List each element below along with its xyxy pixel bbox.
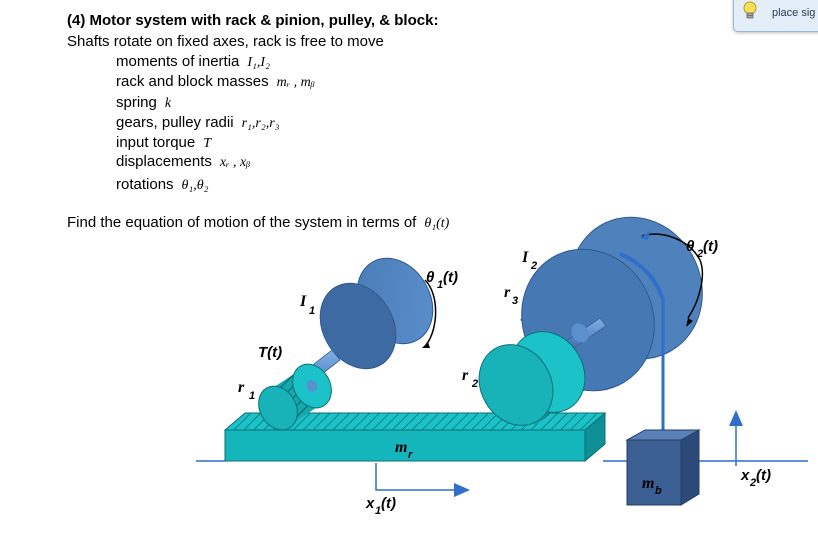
param-item-torque: input torque T <box>116 134 211 152</box>
find-statement: Find the equation of motion of the syste… <box>67 214 449 232</box>
param-symbol: r₁,r₂,r₃ <box>241 116 280 131</box>
x1-arrow <box>375 463 462 491</box>
x2-argument: (t) <box>756 467 771 484</box>
r3-subscript: 3 <box>512 295 518 307</box>
problem-subtitle: Shafts rotate on fixed axes, rack is fre… <box>67 33 384 50</box>
param-label: spring <box>116 94 157 111</box>
mb-subscript: b <box>655 485 662 497</box>
x2-label: x <box>740 467 750 484</box>
x1-argument: (t) <box>381 495 396 512</box>
param-symbol: k <box>164 96 172 111</box>
I1-subscript: 1 <box>309 305 315 317</box>
theta1-arrow <box>424 279 437 346</box>
r3-label: r <box>504 284 511 301</box>
find-text: Find the equation of motion of the syste… <box>67 214 417 231</box>
gear-r2 <box>478 323 589 426</box>
param-symbol: xᵣ , xᵦ <box>219 155 251 170</box>
mr-subscript: r <box>408 449 413 461</box>
x1-subscript: 1 <box>375 505 381 517</box>
theta2-label: θ <box>686 238 695 255</box>
mb-label: m <box>642 475 654 492</box>
param-item-radii: gears, pulley radii r₁,r₂,r₃ <box>116 114 280 132</box>
param-symbol: T <box>203 136 212 151</box>
x1-label: x <box>365 495 375 512</box>
lightbulb-icon <box>743 1 757 19</box>
r1-subscript: 1 <box>249 390 255 402</box>
param-item-inertia: moments of inertia I₁,I₂ <box>116 53 270 71</box>
param-symbol: I₁,I₂ <box>247 55 270 70</box>
param-label: gears, pulley radii <box>116 114 234 131</box>
param-item-rotations: rotations θ₁,θ₂ <box>116 176 209 194</box>
param-item-masses: rack and block masses mᵣ , mᵦ <box>116 73 315 91</box>
theta1-label: θ <box>426 269 435 286</box>
theta2-argument: (t) <box>703 238 718 255</box>
find-symbol: θ₁(t) <box>424 216 450 231</box>
torque-label: T(t) <box>258 344 282 361</box>
inertia-disk-1 <box>319 257 434 370</box>
I1-label: I <box>299 293 307 310</box>
tooltip-text: place sig <box>772 7 816 19</box>
param-symbol: θ₁,θ₂ <box>181 178 209 193</box>
tooltip-place-signature[interactable]: place sig <box>733 0 818 32</box>
block-mb <box>625 429 701 506</box>
param-symbol: mᵣ , mᵦ <box>276 75 315 90</box>
param-item-displacements: displacements xᵣ , xᵦ <box>116 153 250 171</box>
r1-label: r <box>238 379 245 396</box>
mr-label: m <box>395 439 407 456</box>
param-label: rotations <box>116 176 174 193</box>
param-label: rack and block masses <box>116 73 269 90</box>
r2-label: r <box>462 367 469 384</box>
theta1-argument: (t) <box>443 269 458 286</box>
theta2-subscript: 2 <box>696 248 703 260</box>
theta1-subscript: 1 <box>437 279 443 291</box>
I2-subscript: 2 <box>530 260 537 272</box>
param-label: input torque <box>116 134 196 151</box>
x2-subscript: 2 <box>749 477 756 489</box>
I2-label: I <box>521 249 529 266</box>
r2-subscript: 2 <box>471 378 478 390</box>
param-label: moments of inertia <box>116 53 240 70</box>
problem-title: (4) Motor system with rack & pinion, pul… <box>67 12 439 29</box>
pinion-gear-r1 <box>258 363 332 431</box>
param-label: displacements <box>116 153 212 170</box>
theta2-arrow <box>641 233 704 319</box>
